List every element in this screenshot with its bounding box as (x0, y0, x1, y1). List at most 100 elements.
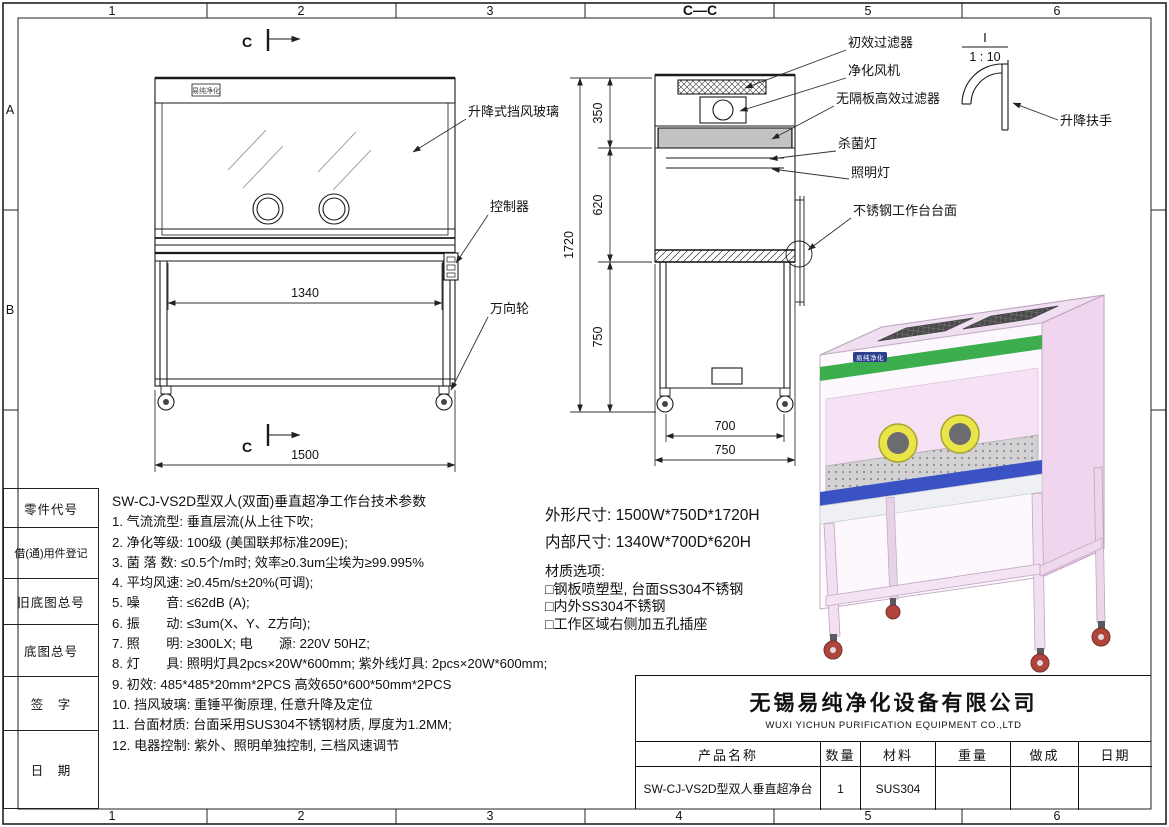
section-label-cc: C—C (683, 2, 717, 18)
value-weight (936, 767, 1011, 810)
company-name-cn: 无锡易纯净化设备有限公司 (749, 691, 1038, 715)
title-block: 无锡易纯净化设备有限公司 WUXI YICHUN PURIFICATION EQ… (635, 675, 1152, 810)
detail-label: Ⅰ (983, 31, 987, 45)
callout-lifting-handrail: 升降扶手 (1060, 113, 1112, 128)
internal-dimensions: 内部尺寸: 1340W*700D*620H (545, 534, 751, 551)
detail-balloon (785, 240, 813, 268)
callout-caster: 万向轮 (490, 301, 529, 316)
front-view-linework (154, 29, 459, 446)
overall-dimensions: 外形尺寸: 1500W*750D*1720H (545, 507, 760, 524)
spec-line: 11. 台面材质: 台面采用SUS304不锈钢材质, 厚度为1.2MM; (112, 717, 452, 733)
value-product-name: SW-CJ-VS2D型双人垂直超净台 (636, 767, 821, 810)
header-product-name: 产品名称 (636, 742, 821, 767)
fan-section (699, 96, 747, 124)
company-name-en: WUXI YICHUN PURIFICATION EQUIPMENT CO.,L… (765, 719, 1022, 731)
margin-date: 日 期 (3, 730, 99, 809)
company-header: 无锡易纯净化设备有限公司 WUXI YICHUN PURIFICATION EQ… (636, 676, 1151, 741)
margin-part-code: 零件代号 (3, 488, 99, 527)
material-option: □钢板喷塑型, 台面SS304不锈钢 (545, 580, 744, 597)
section-mark-c-bottom: C (242, 439, 252, 455)
glass-reflections (227, 129, 372, 191)
spec-line: 12. 电器控制: 紫外、照明单独控制, 三档风速调节 (112, 737, 400, 753)
header-quantity: 数量 (821, 742, 861, 767)
dim-350: 350 (591, 103, 605, 124)
3d-logo-text: 易纯净化 (856, 353, 884, 362)
spec-line: 5. 噪 音: ≤62dB (A); (112, 595, 250, 611)
callout-light-lamp: 照明灯 (851, 165, 890, 180)
value-quantity: 1 (821, 767, 861, 810)
3d-prefilter-grille-2 (962, 305, 1059, 330)
spec-line: 6. 振 动: ≤3um(X、Y、Z方向); (112, 615, 311, 631)
front-dimensions (154, 263, 456, 472)
margin-registration-column: 零件代号 借(通)用件登记 旧底图总号 底图总号 签 字 日 期 (3, 488, 99, 809)
margin-old-drawing-no: 旧底图总号 (3, 578, 99, 624)
callout-uv-lamp: 杀菌灯 (838, 136, 877, 151)
spec-line: 4. 平均风速: ≥0.45m/s±20%(可调); (112, 575, 314, 591)
value-material: SUS304 (861, 767, 936, 810)
zone-top-2: 2 (298, 4, 305, 18)
header-weight: 重量 (936, 742, 1011, 767)
spec-title: SW-CJ-VS2D型双人(双面)垂直超净工作台技术参数 (112, 494, 427, 509)
section-mark-c-top: C (242, 34, 252, 50)
3d-brand-sticker (853, 352, 887, 362)
dim-1500: 1500 (291, 448, 319, 462)
render-3d (819, 294, 1111, 673)
3d-caster-back-left (885, 604, 901, 620)
dimension-summary: 外形尺寸: 1500W*750D*1720H 内部尺寸: 1340W*700D*… (545, 502, 760, 556)
zone-bottom-5: 5 (865, 809, 872, 823)
3d-side-panel (1041, 294, 1105, 578)
material-option: □工作区域右侧加五孔插座 (545, 615, 708, 632)
spec-line: 3. 菌 落 数: ≤0.5个/m时; 效率≥0.3um尘埃为≥99.995% (112, 554, 424, 570)
spec-line: 9. 初效: 485*485*20mm*2PCS 高效650*600*50mm*… (112, 676, 452, 692)
3d-worktop-edge (819, 473, 1043, 525)
zone-bottom-4: 4 (676, 809, 683, 823)
zone-top-1: 1 (109, 4, 116, 18)
spec-line: 1. 气流流型: 垂直层流(从上往下吹; (112, 514, 314, 530)
front-callout-leaders (412, 118, 489, 391)
dim-750-vertical: 750 (591, 327, 605, 348)
callout-prefilter: 初效过滤器 (848, 35, 913, 50)
value-date (1079, 767, 1152, 810)
3d-blue-stripe (820, 460, 1042, 506)
dim-620: 620 (591, 195, 605, 216)
3d-leg-back-left (885, 496, 899, 601)
callout-hepa: 无隔板高效过滤器 (836, 91, 940, 106)
zone-left-a: A (6, 103, 15, 117)
3d-prefilter-grille-1 (877, 317, 974, 342)
3d-cross-bar-side (1039, 537, 1103, 577)
zone-bottom-2: 2 (298, 809, 305, 823)
side-dimensions (570, 77, 796, 466)
technical-parameters: SW-CJ-VS2D型双人(双面)垂直超净工作台技术参数 1. 气流流型: 垂直… (112, 492, 562, 756)
3d-green-stripe (820, 335, 1042, 381)
header-material: 材料 (861, 742, 936, 767)
dim-750-depth: 750 (715, 443, 736, 457)
zone-top-6: 6 (1054, 4, 1061, 18)
detail-scale: 1 : 10 (969, 50, 1000, 64)
title-block-table: 产品名称 数量 材料 重量 做成 日期 SW-CJ-VS2D型双人垂直超净台 1… (636, 741, 1152, 810)
dim-700: 700 (715, 419, 736, 433)
worktop-section (654, 249, 796, 263)
spec-line: 7. 照 明: ≥300LX; 电 源: 220V 50HZ; (112, 636, 370, 652)
material-options-title: 材质选项: (545, 563, 605, 579)
detail-view-linework (961, 46, 1009, 131)
callout-fan: 净化风机 (848, 63, 900, 78)
zone-top-5: 5 (865, 4, 872, 18)
callout-lifting-glass: 升降式挡风玻璃 (468, 104, 559, 119)
spec-line: 8. 灯 具: 照明灯具2pcs×20W*600mm; 紫外线灯具: 2pcs×… (112, 656, 548, 672)
zone-bottom-6: 6 (1054, 809, 1061, 823)
front-logo-text: 易纯净化 (192, 86, 220, 95)
margin-borrowed-parts: 借(通)用件登记 (3, 527, 99, 578)
side-view-linework (654, 73, 813, 413)
dim-1340: 1340 (291, 286, 319, 300)
zone-top-3: 3 (487, 4, 494, 18)
header-made: 做成 (1011, 742, 1079, 767)
zone-bottom-3: 3 (487, 809, 494, 823)
material-option: □内外SS304不锈钢 (545, 598, 666, 614)
hepa-filter-section (657, 127, 793, 149)
dim-1720: 1720 (562, 231, 576, 259)
prefilter-section (677, 79, 767, 95)
zone-left-b: B (6, 303, 14, 317)
